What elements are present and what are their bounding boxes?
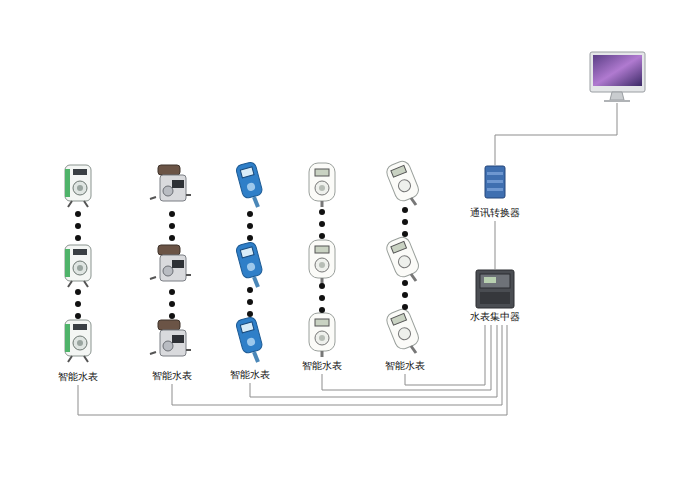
concentrator-node: 水表集中器 xyxy=(468,270,522,325)
meter-label-node: 智能水表 xyxy=(383,360,427,374)
smart-water-meters xyxy=(65,159,421,362)
node-label: 智能水表 xyxy=(58,371,98,383)
node-label: 通讯转换器 xyxy=(470,207,520,219)
node-label: 智能水表 xyxy=(385,360,425,372)
node-label: 智能水表 xyxy=(152,370,192,382)
meter-label-node: 智能水表 xyxy=(150,370,194,384)
converter-node: 通讯转换器 xyxy=(468,165,522,221)
computer-monitor xyxy=(590,52,645,102)
concentrator-device xyxy=(476,270,514,308)
connector-wire xyxy=(78,325,507,415)
connector-wire xyxy=(322,325,491,390)
connector-wire xyxy=(405,325,485,385)
node-label: 智能水表 xyxy=(302,360,342,372)
node-label: 水表集中器 xyxy=(470,311,520,323)
converter-device xyxy=(485,166,505,198)
node-label: 智能水表 xyxy=(230,369,270,381)
meter-label-node: 智能水表 xyxy=(56,371,100,385)
meter-label-node: 智能水表 xyxy=(228,369,272,383)
meter-label-node: 智能水表 xyxy=(300,360,344,374)
connector-wire xyxy=(495,221,496,270)
ellipsis-dots xyxy=(75,207,408,319)
connector-wire xyxy=(172,325,502,405)
connector-wire xyxy=(250,325,497,397)
network-wire xyxy=(495,103,617,165)
